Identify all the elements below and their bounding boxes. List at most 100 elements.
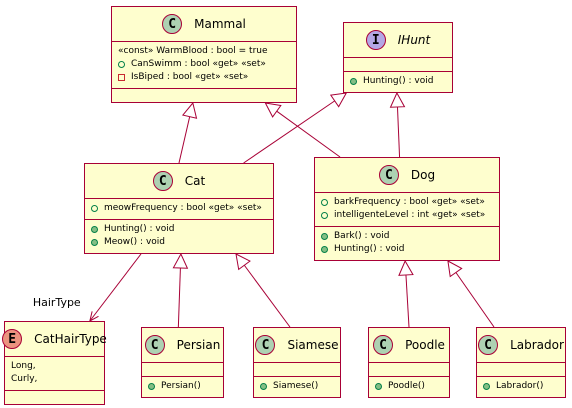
class-name: Siamese xyxy=(287,338,339,352)
class-name: IHunt xyxy=(397,33,431,47)
relation-line xyxy=(276,110,341,158)
inheritance-relation-cat-mammal xyxy=(178,101,198,164)
class-header: C Poodle xyxy=(369,328,449,362)
inheritance-relation-dog-mammal xyxy=(264,102,341,158)
interface-stereotype-icon: I xyxy=(365,30,386,50)
class-header: C Mammal xyxy=(112,7,296,41)
member-text: Long, xyxy=(11,361,36,371)
member-text: meowFrequency : bool «get» «set» xyxy=(104,203,262,213)
inheritance-relation-poodle-dog xyxy=(398,259,414,328)
public-visibility-icon xyxy=(118,61,125,68)
class-field: meowFrequency : bool «get» «set» xyxy=(91,202,267,215)
class-method: Hunting() : void xyxy=(350,75,446,88)
public-visibility-icon xyxy=(260,383,267,390)
class-field: Long, xyxy=(11,360,98,373)
member-text: Hunting() : void xyxy=(334,244,405,254)
class-name: Poodle xyxy=(405,338,445,352)
class-header: E CatHairType xyxy=(2,322,107,356)
class-dog[interactable]: C Dog barkFrequency : bool «get» «set» inte… xyxy=(314,157,500,261)
relation-label: HairType xyxy=(32,296,81,309)
inheritance-arrowhead xyxy=(398,259,414,276)
inheritance-relation-siamese-cat xyxy=(235,253,291,328)
class-field: Curly, xyxy=(11,373,98,386)
fields-section: barkFrequency : bool «get» «set» intellig… xyxy=(315,192,499,226)
inheritance-arrowhead xyxy=(264,102,282,118)
class-method: Hunting() : void xyxy=(91,223,267,236)
class-field: intelligenteLevel : int «get» «set» xyxy=(321,209,493,222)
member-text: Poodle() xyxy=(388,381,425,391)
inheritance-arrowhead xyxy=(447,260,463,278)
relation-line xyxy=(455,272,495,328)
public-visibility-icon xyxy=(350,78,357,85)
inheritance-arrowhead xyxy=(329,92,348,108)
relation-line xyxy=(396,106,401,158)
class-stereotype-icon: C xyxy=(378,165,399,185)
methods-section: Poodle() xyxy=(369,376,449,397)
class-stereotype-icon: C xyxy=(162,14,183,34)
member-text: barkFrequency : bool «get» «set» xyxy=(334,197,485,207)
member-text: Labrador() xyxy=(496,381,544,391)
inheritance-relation-labrador-dog xyxy=(447,260,495,328)
member-text: «const» WarmBlood : bool = true xyxy=(118,46,268,56)
methods-section: Persian() xyxy=(142,376,223,397)
class-stereotype-icon: C xyxy=(255,335,276,355)
class-header: C Siamese xyxy=(254,328,340,362)
public-visibility-icon xyxy=(148,383,155,390)
class-stereotype-icon: C xyxy=(152,171,173,191)
class-method: Poodle() xyxy=(375,380,443,393)
public-visibility-icon xyxy=(321,246,328,253)
member-text: IsBiped : bool «get» «set» xyxy=(131,72,249,82)
member-text: Curly, xyxy=(11,374,38,384)
member-text: Meow() : void xyxy=(104,237,165,247)
enum-stereotype-icon: E xyxy=(2,329,23,349)
class-method: Labrador() xyxy=(483,380,559,393)
class-name: Cat xyxy=(184,174,206,188)
public-visibility-icon xyxy=(483,383,490,390)
member-text: Persian() xyxy=(161,381,201,391)
class-name: Dog xyxy=(410,168,436,182)
class-method: Persian() xyxy=(148,380,217,393)
fields-section xyxy=(142,362,223,376)
class-stereotype-icon: C xyxy=(144,335,165,355)
inheritance-arrowhead xyxy=(181,101,198,119)
inheritance-arrowhead xyxy=(235,253,251,271)
fields-section xyxy=(254,362,340,376)
class-header: C Cat xyxy=(85,164,273,198)
class-stereotype-icon: C xyxy=(373,335,394,355)
member-text: CanSwimm : bool «get» «set» xyxy=(131,59,266,69)
public-visibility-icon xyxy=(91,205,98,212)
member-text: intelligenteLevel : int «get» «set» xyxy=(334,210,486,220)
class-method: Siamese() xyxy=(260,380,334,393)
fields-section: meowFrequency : bool «get» «set» xyxy=(85,198,273,219)
class-method: Hunting() : void xyxy=(321,243,493,256)
public-visibility-icon xyxy=(321,199,328,206)
class-cat[interactable]: C Cat meowFrequency : bool «get» «set» Hunt… xyxy=(84,163,274,254)
public-visibility-icon xyxy=(91,226,98,233)
fields-section xyxy=(477,362,565,376)
class-field: IsBiped : bool «get» «set» xyxy=(118,71,290,84)
class-header: I IHunt xyxy=(344,23,452,57)
methods-section: Siamese() xyxy=(254,376,340,397)
methods-section: Labrador() xyxy=(477,376,565,397)
association-relation-cat-cathairtype xyxy=(89,253,142,322)
member-text: Hunting() : void xyxy=(104,224,175,234)
private-visibility-icon xyxy=(118,74,125,81)
class-name: Mammal xyxy=(194,17,246,31)
relation-line xyxy=(177,267,181,328)
public-visibility-icon xyxy=(91,239,98,246)
class-field: CanSwimm : bool «get» «set» xyxy=(118,58,290,71)
relation-line xyxy=(178,116,191,164)
methods-section xyxy=(5,390,104,404)
class-name: CatHairType xyxy=(34,332,107,346)
